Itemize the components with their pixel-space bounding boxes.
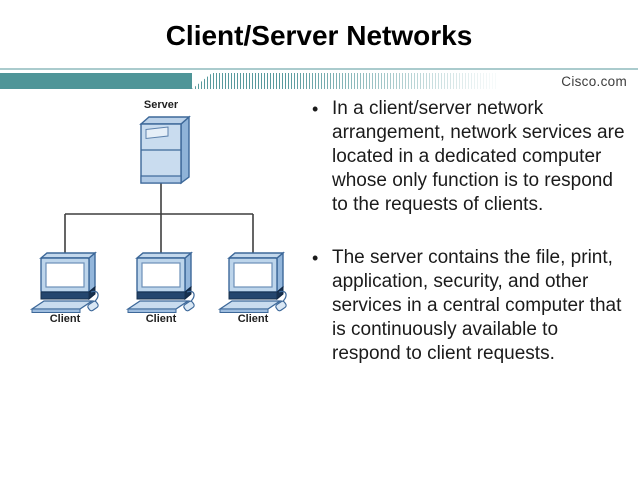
client-icon <box>31 252 100 314</box>
bullet-item: The server contains the file, print, app… <box>310 246 628 366</box>
bullet-item: In a client/server network arrangement, … <box>310 97 628 217</box>
slide-title: Client/Server Networks <box>165 20 473 51</box>
header-accent-bar <box>0 73 192 89</box>
bullet-list: In a client/server network arrangement, … <box>310 97 628 366</box>
brand-cisco-label: Cisco.com <box>561 74 627 89</box>
client-icon <box>219 252 288 314</box>
server-icon <box>139 115 191 185</box>
client-label: Client <box>49 313 81 325</box>
client-label: Client <box>145 313 177 325</box>
client-label: Client <box>237 313 269 325</box>
header-rule <box>0 68 638 70</box>
network-diagram-graphic <box>31 115 288 314</box>
client-icon <box>127 252 196 314</box>
server-label: Server <box>143 99 179 111</box>
network-connections <box>64 183 254 254</box>
network-diagram: Server Client Client Client <box>20 96 320 331</box>
header-stripe-pattern <box>192 73 498 89</box>
